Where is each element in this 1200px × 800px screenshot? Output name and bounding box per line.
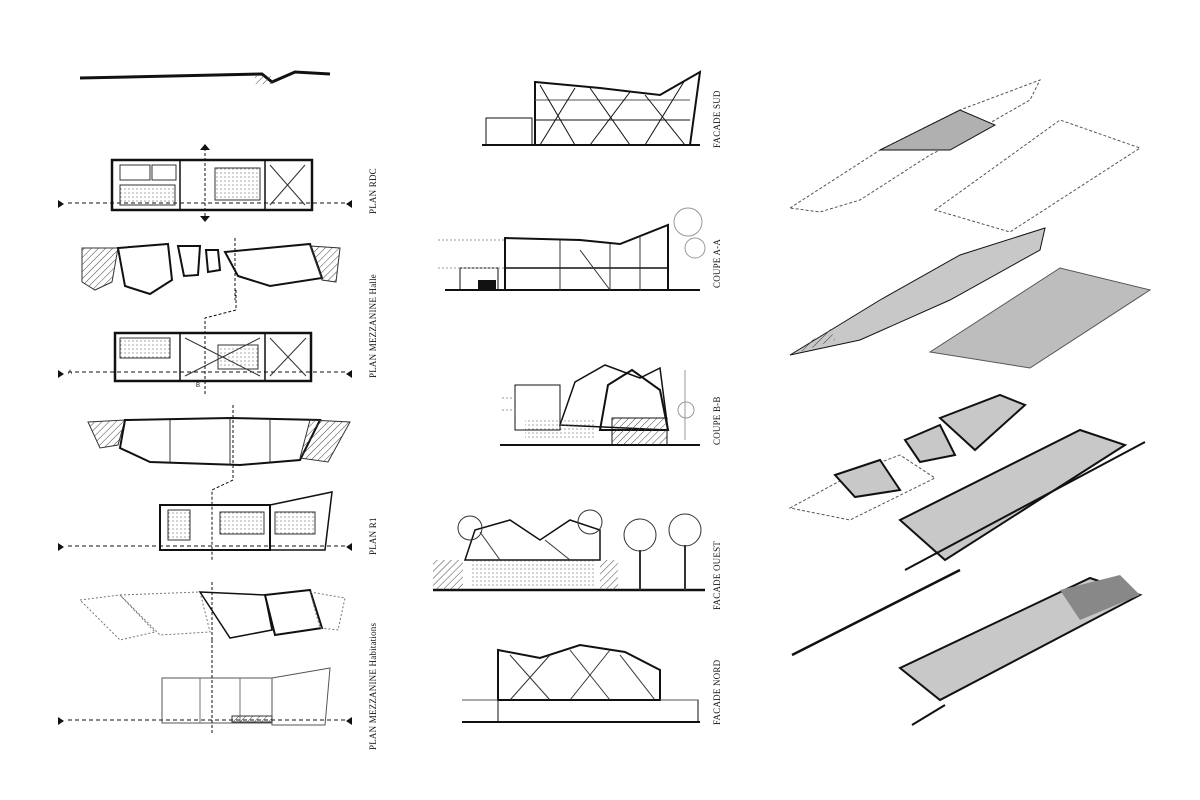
plan-rdc-drawing [58,144,352,222]
label-facade-ouest: FACADE OUEST [712,541,722,610]
section-marker-b: B [196,383,201,389]
facade-sud-drawing [482,70,702,146]
site-line-top [79,70,331,84]
label-coupe-bb: COUPE B-B [712,396,722,445]
facade-nord-drawing [462,643,700,723]
axonometric-drawing [788,79,1152,726]
label-plan-mezz-halle: PLAN MEZZANINE Halle [368,274,378,378]
plan-mezz-halle-lower [58,290,352,395]
label-plan-r1: PLAN R1 [368,517,378,555]
label-plan-mezz-hab: PLAN MEZZANINE Habitations [368,622,378,750]
label-plan-rdc: PLAN RDC [368,168,378,214]
label-facade-nord: FACADE NORD [712,659,722,725]
coupe-aa-drawing [438,207,706,291]
section-marker-a: A [68,370,73,376]
label-facade-sud: FACADE SUD [712,90,722,148]
plan-mezz-hab-drawing [58,582,352,735]
label-coupe-aa: COUPE A-A [712,238,722,288]
plan-r1-drawing [58,405,352,560]
coupe-bb-drawing [500,364,700,446]
facade-ouest-drawing [433,509,705,592]
plan-mezz-halle-drawing [81,238,341,300]
